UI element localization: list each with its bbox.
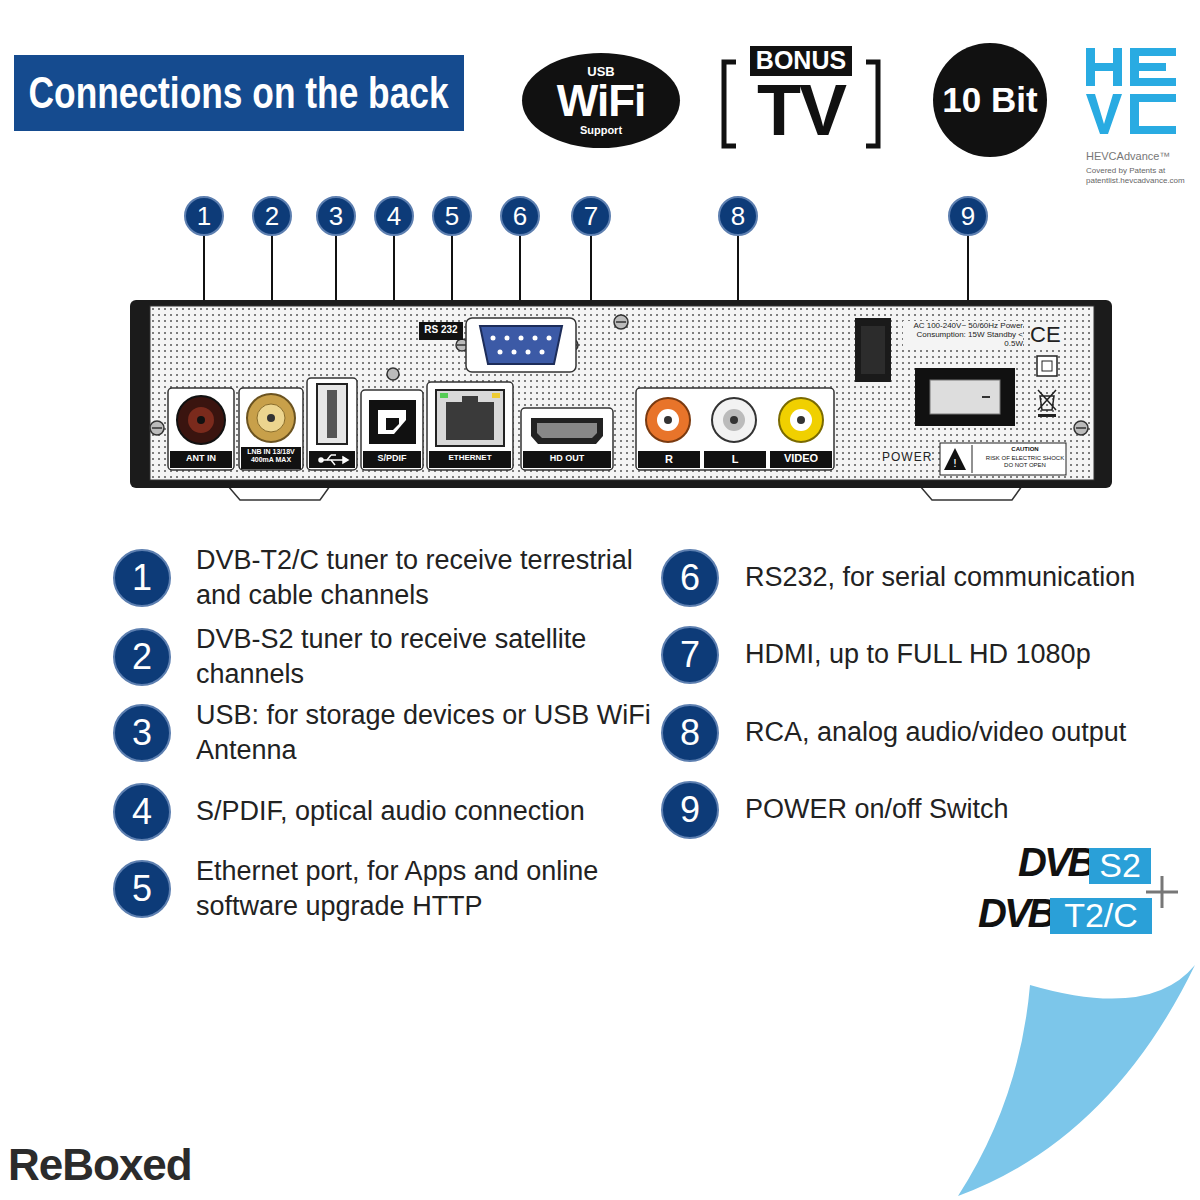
description: DVB-S2 tuner to receive satellite channe… [196, 622, 654, 692]
port-label: ANT IN [170, 453, 232, 463]
bonus-tv-brackets [724, 62, 878, 146]
callout-number: 6 [513, 203, 527, 229]
callout-circle: 4 [374, 196, 414, 236]
badge-text: 10 Bit [942, 80, 1037, 120]
hevc-text: HEVCAdvance™ [1086, 150, 1170, 162]
rating-text: AC 100-240V~ 50/60Hz Power Consumption: … [903, 321, 1023, 349]
callout-number: 1 [197, 203, 211, 229]
ce-mark: CE [1030, 322, 1061, 348]
description: S/PDIF, optical audio connection [196, 794, 654, 829]
callout-number: 5 [113, 860, 171, 918]
hevc-patent-note: Covered by Patents at patentlist.hevcadv… [1086, 166, 1186, 185]
port-label: ETHERNET [429, 453, 511, 462]
callout-number: 9 [661, 781, 719, 839]
legend-item: 1DVB-T2/C tuner to receive terrestrial a… [113, 549, 654, 607]
description: DVB-T2/C tuner to receive terrestrial an… [196, 543, 654, 613]
port-label: RS 232 [419, 324, 463, 335]
callout-number: 1 [113, 549, 171, 607]
legend-item: 2DVB-S2 tuner to receive satellite chann… [113, 628, 654, 686]
bonus-tv-badge: BONUSTV [738, 46, 864, 150]
callout-number: 3 [329, 203, 343, 229]
title: Connections on the back [29, 68, 449, 118]
port-label: LNB IN 13/18V 400mA MAX [241, 448, 301, 463]
badge-text: USB [587, 65, 614, 78]
receiver-back-panel: ! [130, 300, 1112, 500]
port-label: R [638, 453, 700, 465]
callout-number: 8 [731, 203, 745, 229]
dvb-logo: T2/C [1050, 898, 1152, 934]
callout-number: 4 [387, 203, 401, 229]
callout-number: 9 [961, 203, 975, 229]
badge-text: TV [757, 76, 845, 144]
callout-number: 3 [113, 704, 171, 762]
callout-circle: 9 [948, 196, 988, 236]
callout-number: 2 [265, 203, 279, 229]
callout-number: 4 [113, 783, 171, 841]
badge-text: Support [580, 125, 622, 136]
dvb-logo: DVB [1018, 842, 1093, 882]
badge-text: BONUS [750, 46, 852, 76]
description: HDMI, up to FULL HD 1080p [745, 637, 1193, 672]
callout-number: 6 [661, 549, 719, 607]
title-band: Connections on the back [14, 55, 464, 131]
callout-circle: 8 [718, 196, 758, 236]
legend-item: 8 RCA, analog audio/video output [661, 704, 1193, 762]
callout-circle: 2 [252, 196, 292, 236]
caution-text: RISK OF ELECTRIC SHOCK DO NOT OPEN [985, 455, 1065, 468]
port-label: VIDEO [770, 452, 832, 464]
title-banner [14, 55, 464, 131]
page-curl [958, 965, 1195, 1196]
callout-circle: 7 [571, 196, 611, 236]
badge-text: WiFi [557, 79, 645, 123]
port-label: HD OUT [523, 453, 611, 463]
callout-circle: 6 [500, 196, 540, 236]
dvb-logo: S2 [1089, 848, 1151, 884]
callout-number: 8 [661, 704, 719, 762]
callout-circle: 5 [432, 196, 472, 236]
legend-item: 9 POWER on/off Switch [661, 781, 1193, 839]
callout-number: 2 [113, 628, 171, 686]
svg-text:!: ! [953, 457, 957, 470]
power-label: POWER [882, 450, 932, 464]
legend-item: 6 RS232, for serial communication [661, 549, 1193, 607]
description: RS232, for serial communication [745, 560, 1193, 595]
bit-badge: 10 Bit [933, 43, 1047, 157]
port-label: L [704, 453, 766, 465]
description: USB: for storage devices or USB WiFi Ant… [196, 698, 654, 768]
callout-number: 7 [661, 626, 719, 684]
legend-item: 4 S/PDIF, optical audio connection [113, 783, 654, 841]
legend-item: 5Ethernet port, for Apps and online soft… [113, 860, 654, 918]
callout-circle: 3 [316, 196, 356, 236]
legend-item: 3USB: for storage devices or USB WiFi An… [113, 704, 654, 762]
callout-circle: 1 [184, 196, 224, 236]
callout-number: 7 [584, 203, 598, 229]
description: RCA, analog audio/video output [745, 715, 1193, 750]
hevc-logo [1086, 48, 1176, 134]
watermark: ReBoxed [8, 1140, 192, 1190]
port-label: S/PDIF [363, 453, 421, 463]
callout-number: 5 [445, 203, 459, 229]
description: Ethernet port, for Apps and online softw… [196, 854, 654, 924]
description: POWER on/off Switch [745, 792, 1193, 827]
caution-label: CAUTION [985, 446, 1065, 452]
dvb-logo: DVB [978, 893, 1053, 933]
wifi-badge: USBWiFiSupport [522, 53, 680, 148]
legend-item: 7 HDMI, up to FULL HD 1080p [661, 626, 1193, 684]
